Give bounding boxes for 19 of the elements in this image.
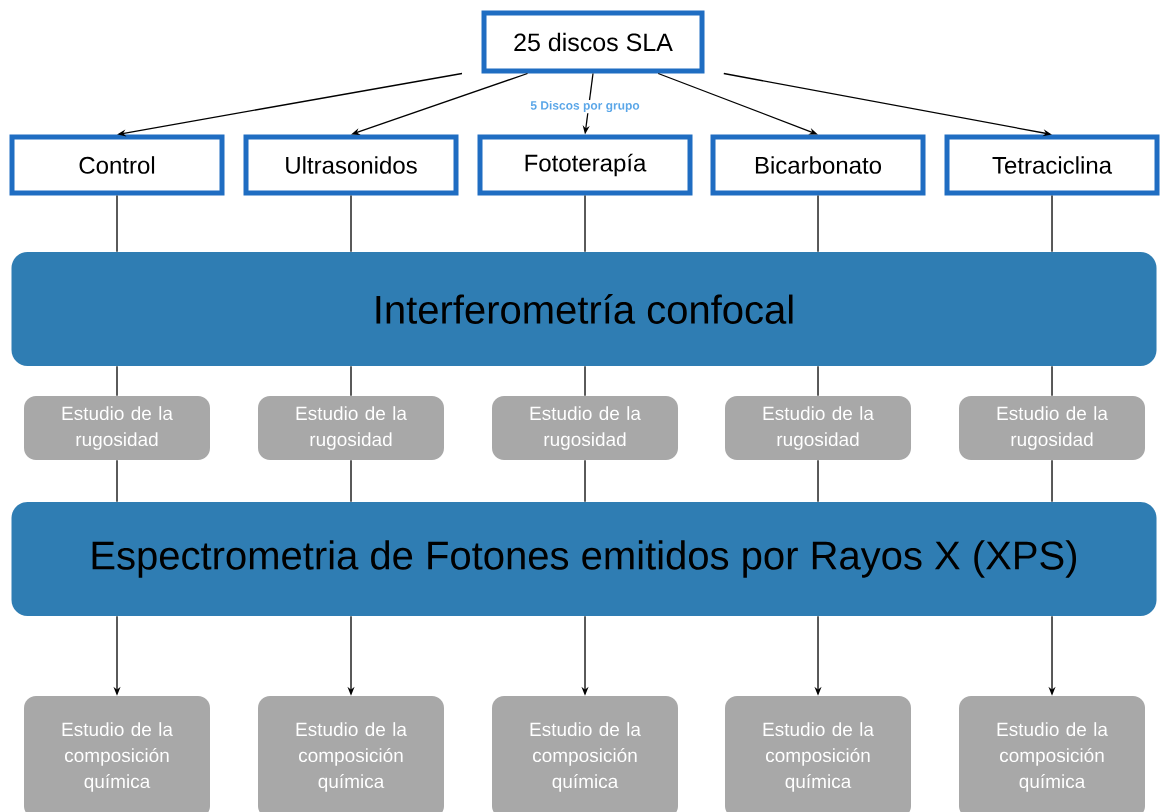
group-box: Tetraciclina (944, 134, 1160, 196)
process-box: 25 discos SLA (481, 10, 705, 74)
result-box: Estudio de la composición química (492, 696, 678, 812)
group-box: Control (9, 134, 225, 196)
method-band: Interferometría confocal (11, 252, 1157, 366)
group-box: Bicarbonato (710, 134, 926, 196)
result-box: Estudio de la rugosidad (492, 396, 678, 460)
result-box: Estudio de la composición química (24, 696, 210, 812)
result-box: Estudio de la rugosidad (258, 396, 444, 460)
group-box: Fototerapía (477, 134, 693, 196)
result-box: Estudio de la composición química (258, 696, 444, 812)
result-box: Estudio de la rugosidad (959, 396, 1145, 460)
edge-label: 5 Discos por grupo (529, 99, 641, 114)
result-box: Estudio de la composición química (725, 696, 911, 812)
group-box: Ultrasonidos (243, 134, 459, 196)
result-box: Estudio de la rugosidad (24, 396, 210, 460)
method-band: Espectrometria de Fotones emitidos por Rayos X (XPS) (11, 502, 1157, 616)
result-box: Estudio de la composición química (959, 696, 1145, 812)
result-box: Estudio de la rugosidad (725, 396, 911, 460)
